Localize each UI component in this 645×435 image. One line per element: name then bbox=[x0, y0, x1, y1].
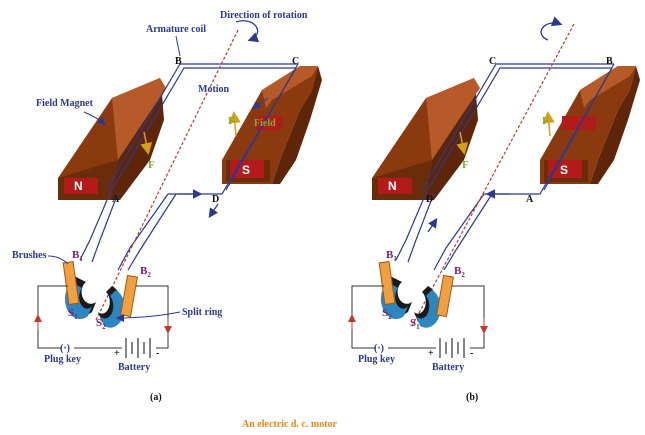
corner-top-right-a: C bbox=[292, 56, 299, 67]
battery-symbol-a bbox=[125, 338, 151, 358]
corner-top-left-a: B bbox=[175, 56, 182, 67]
split-ring-leader bbox=[116, 311, 181, 322]
brush1-label-a: B1 bbox=[72, 249, 83, 263]
force-arrow-left-b bbox=[456, 131, 469, 155]
field-label-a: Field bbox=[254, 118, 276, 129]
plug-symbol-a: (·) bbox=[60, 343, 70, 354]
brush-2-a bbox=[120, 274, 138, 318]
corner-bottom-right-a: D bbox=[212, 194, 219, 205]
split-ring-label: Split ring bbox=[182, 307, 222, 318]
armature-coil-a bbox=[79, 63, 299, 271]
battery-label-b: Battery bbox=[432, 362, 464, 373]
north-magnet-a: N bbox=[58, 78, 166, 200]
field-magnet-leader bbox=[83, 111, 106, 126]
corner-bottom-left-a: A bbox=[112, 194, 120, 205]
force-label-right-a: F bbox=[228, 115, 235, 127]
north-label-a: N bbox=[74, 179, 83, 193]
plug-key-label-a: Plug key bbox=[44, 354, 81, 365]
figure-caption: An electric d. c. motor bbox=[242, 419, 338, 430]
ring1-label-b: S2 bbox=[382, 307, 392, 321]
force-arrow-right-b bbox=[542, 111, 555, 137]
corner-bottom-right-b: A bbox=[526, 194, 534, 205]
sublabel-b: (b) bbox=[466, 392, 478, 403]
brush-1-a bbox=[62, 260, 80, 306]
battery-symbol-b bbox=[439, 338, 465, 358]
force-arrow-left-a bbox=[140, 131, 153, 155]
brush-1-b bbox=[378, 260, 396, 306]
ring2-label-b: S1 bbox=[410, 317, 420, 331]
north-pole-plate-a bbox=[64, 178, 98, 194]
force-label-left-b: F bbox=[462, 159, 469, 171]
battery-plus-b: + bbox=[428, 348, 434, 359]
brush2-label-a: B2 bbox=[140, 265, 151, 279]
rotation-axis-a bbox=[95, 29, 239, 321]
brush2-label-b: B2 bbox=[454, 265, 465, 279]
corner-bottom-left-b: D bbox=[426, 194, 433, 205]
motion-arrow-a bbox=[252, 97, 269, 110]
battery-minus-b: - bbox=[470, 348, 473, 359]
circuit-b bbox=[348, 285, 488, 358]
rotation-axis-b bbox=[411, 23, 575, 327]
armature-coil-b bbox=[395, 63, 615, 271]
armature-coil-leader bbox=[175, 35, 181, 57]
battery-plus-a: + bbox=[114, 348, 120, 359]
brush-2-b bbox=[436, 274, 454, 318]
south-pole-plate-a bbox=[230, 160, 264, 178]
split-ring-half-2-b bbox=[416, 290, 441, 328]
corner-top-left-b: C bbox=[489, 56, 496, 67]
diagram-a: N S F bbox=[12, 10, 322, 403]
force-label-right-b: F bbox=[542, 115, 549, 127]
field-plate-b bbox=[562, 116, 596, 130]
south-label-a: S bbox=[242, 163, 250, 177]
direction-of-rotation-label: Direction of rotation bbox=[220, 10, 308, 21]
field-magnet-label: Field Magnet bbox=[36, 98, 94, 109]
rotation-arrow-b bbox=[540, 16, 563, 41]
brush1-label-b: B1 bbox=[386, 249, 397, 263]
plug-symbol-b: (·) bbox=[374, 343, 384, 354]
force-label-left-a: F bbox=[148, 159, 155, 171]
north-pole-plate-b bbox=[378, 178, 412, 194]
south-magnet-a: S bbox=[222, 66, 322, 184]
ring2-label-a: S2 bbox=[96, 317, 106, 331]
battery-minus-a: - bbox=[156, 348, 159, 359]
armature-coil-label: Armature coil bbox=[146, 24, 206, 35]
north-magnet-b: N bbox=[372, 78, 480, 200]
brushes-leader bbox=[47, 255, 69, 265]
south-magnet-b: S bbox=[540, 66, 640, 184]
commutator-b bbox=[378, 260, 454, 328]
diagram-b: N S F F C B bbox=[348, 16, 640, 403]
battery-label-a: Battery bbox=[118, 362, 150, 373]
force-arrow-right-a bbox=[228, 111, 241, 137]
north-label-b: N bbox=[388, 179, 397, 193]
plug-key-label-b: Plug key bbox=[358, 354, 395, 365]
rotation-arrow-a bbox=[235, 20, 260, 43]
sublabel-a: (a) bbox=[150, 392, 162, 403]
circuit-a bbox=[34, 285, 172, 358]
motion-label-a: Motion bbox=[198, 84, 230, 95]
brushes-label: Brushes bbox=[12, 250, 47, 261]
corner-top-right-b: B bbox=[606, 56, 613, 67]
ring1-label-a: S1 bbox=[68, 307, 78, 321]
south-label-b: S bbox=[560, 163, 568, 177]
